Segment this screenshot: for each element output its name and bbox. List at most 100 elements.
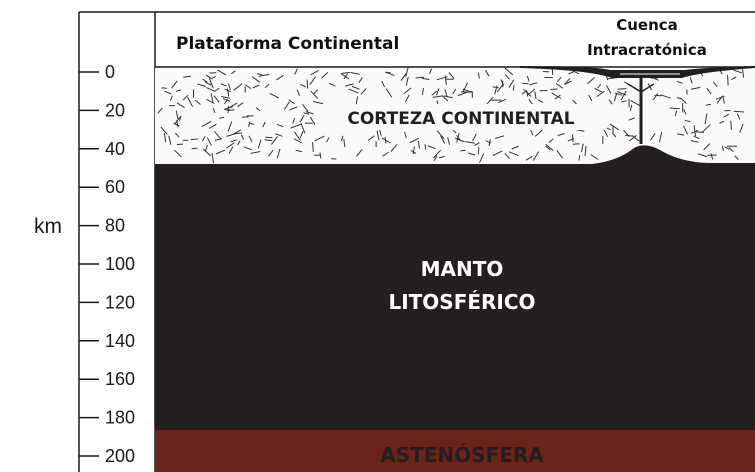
crust-texture-dash [265, 136, 273, 139]
crust-texture-dash [404, 131, 407, 139]
crust-texture-dash [431, 90, 438, 96]
crust-texture-dash [474, 142, 480, 146]
crust-texture-dash [436, 130, 445, 140]
crust-texture-dash [194, 99, 201, 105]
crust-texture-dash [208, 78, 214, 89]
crust-texture-dash [606, 85, 612, 94]
crust-texture-dash [305, 111, 314, 115]
crust-texture-dash [360, 88, 367, 95]
crust-texture-dash [421, 87, 424, 95]
crust-texture-dash [723, 113, 730, 118]
crust-texture-dash [328, 82, 336, 87]
crust-texture-dash [208, 123, 217, 129]
depth-tick-label: 180 [105, 408, 135, 428]
mantle-layer: MANTO LITOSFÉRICO [155, 145, 755, 430]
crust-texture-dash [340, 135, 344, 142]
crust-texture-dash [557, 133, 565, 136]
crust-texture-dash [175, 110, 179, 119]
crust-texture-dash [734, 155, 739, 160]
crust-texture-dash [161, 87, 167, 89]
crust-texture-dash [697, 153, 708, 158]
crust-texture-dash [173, 122, 180, 127]
crust-texture-dash [226, 133, 237, 137]
crust-texture-dash [255, 107, 261, 112]
crust-texture-dash [197, 83, 206, 87]
crust-texture-dash [288, 99, 295, 105]
crust-texture-dash [462, 82, 469, 93]
crust-texture-dash [163, 132, 167, 143]
crust-texture-dash [221, 96, 230, 99]
crust-texture-dash [721, 145, 724, 152]
crust-texture-dash [621, 100, 627, 103]
crust-texture-dash [504, 67, 514, 76]
basin-fault-right [640, 83, 655, 93]
crust-texture-dash [296, 89, 301, 96]
crust-texture-dash [157, 107, 163, 114]
crust-texture-dash [213, 95, 220, 103]
crust-texture-dash [522, 82, 529, 85]
basin-header-line1: Cuenca [616, 16, 678, 34]
depth-tick-label: 120 [105, 292, 135, 312]
crust-texture-dash [314, 135, 325, 142]
crust-texture-dash [706, 87, 712, 95]
crust-texture-dash [205, 74, 212, 80]
crust-texture-dash [306, 79, 309, 89]
crust-texture-dash [484, 69, 490, 77]
basin-depression [520, 66, 755, 78]
crust-texture-dash [710, 153, 714, 160]
crust-texture-dash [174, 132, 180, 138]
crust-texture-dash [233, 129, 242, 135]
crust-texture-dash [312, 142, 314, 153]
crust-texture-dash [169, 95, 173, 101]
crust-texture-dash [276, 123, 284, 128]
crust-texture-dash [660, 94, 671, 99]
crust-texture-dash [498, 98, 507, 104]
crust-texture-dash [289, 106, 298, 111]
asthenosphere-layer: ASTENÓSFERA [155, 430, 755, 472]
crust-texture-dash [237, 102, 244, 108]
crust-texture-dash [303, 112, 310, 115]
crust-texture-dash [300, 83, 307, 88]
crust-texture-dash [182, 94, 189, 101]
crust-texture-dash [580, 143, 584, 153]
crust-texture-dash [733, 110, 744, 113]
crust-texture-dash [385, 88, 393, 98]
depth-tick-label: 140 [105, 331, 135, 351]
crust-texture-dash [268, 149, 274, 157]
crust-texture-dash [429, 68, 433, 75]
crust-texture-dash [564, 77, 571, 85]
crust-texture-dash [613, 93, 618, 102]
crust-texture-dash [227, 121, 233, 132]
depth-tick-label: 80 [105, 216, 125, 236]
crust-texture-dash [367, 135, 375, 141]
asthenosphere-label: ASTENÓSFERA [380, 443, 544, 467]
crust-texture-dash [210, 75, 216, 80]
crust-texture-dash [271, 136, 279, 145]
crust-texture-dash [440, 135, 446, 144]
crust-texture-dash [321, 72, 329, 79]
crust-texture-dash [376, 130, 380, 141]
crust-texture-dash [302, 104, 309, 112]
crust-texture-dash [202, 148, 212, 157]
basin-fault-left [627, 83, 642, 93]
crust-texture-dash [171, 80, 178, 89]
crust-texture-dash [356, 149, 363, 157]
crust-texture-dash [269, 92, 280, 99]
crust-texture-dash [532, 151, 540, 161]
crust-texture-dash [264, 83, 270, 89]
crust-texture-dash [628, 135, 637, 142]
crust-texture-dash [630, 99, 641, 107]
crust-texture-dash [436, 88, 440, 96]
crust-texture-dash [214, 138, 223, 141]
crust-texture-dash [684, 119, 691, 123]
crust-texture-dash [674, 110, 678, 117]
crust-texture-dash [309, 116, 317, 127]
crust-texture-dash [293, 131, 301, 141]
crust-texture-dash [206, 137, 212, 146]
crust-texture-dash [433, 149, 442, 159]
crust-texture-dash [479, 153, 485, 163]
crust-texture-dash [224, 88, 232, 93]
crust-texture-dash [477, 146, 480, 155]
depth-tick-label: 40 [105, 139, 125, 159]
